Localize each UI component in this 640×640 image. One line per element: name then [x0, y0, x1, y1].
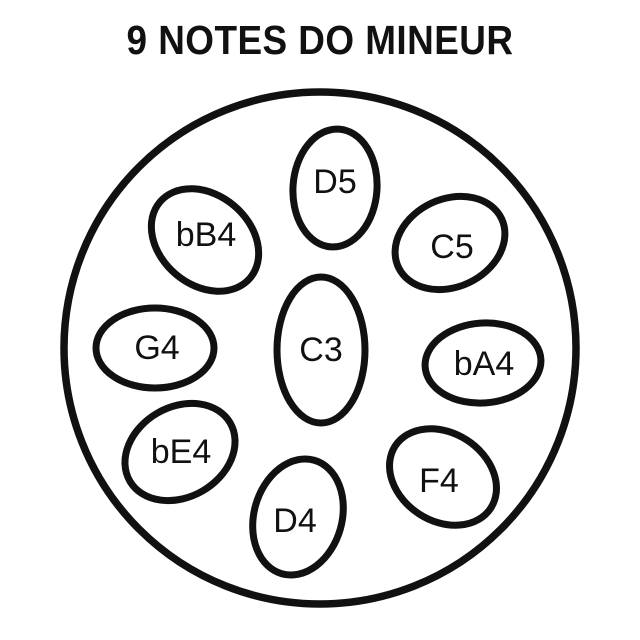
- note-label-bb4: bB4: [176, 216, 237, 254]
- note-ellipse-ba4[interactable]: [421, 319, 545, 407]
- note-d5[interactable]: D5: [289, 125, 381, 251]
- note-ba4[interactable]: bA4: [421, 319, 545, 407]
- note-c3[interactable]: C3: [273, 273, 369, 427]
- note-be4[interactable]: bE4: [107, 384, 252, 520]
- note-bb4[interactable]: bB4: [131, 168, 279, 313]
- note-label-c5: C5: [430, 228, 473, 266]
- note-ellipse-g4[interactable]: [92, 304, 218, 392]
- note-label-c3: C3: [299, 331, 342, 369]
- note-g4[interactable]: G4: [92, 304, 218, 392]
- note-f4[interactable]: F4: [371, 409, 515, 545]
- note-ellipse-d5[interactable]: [289, 125, 381, 251]
- page-title: 9 NOTES DO MINEUR: [126, 17, 514, 63]
- note-label-be4: bE4: [151, 433, 212, 471]
- note-label-d5: D5: [313, 163, 356, 201]
- note-label-d4: D4: [273, 502, 316, 540]
- outer-notes-group: D5 C5 bA4 F4 D4 bE4: [92, 125, 545, 586]
- note-label-g4: G4: [134, 329, 179, 367]
- note-ellipse-c3[interactable]: [273, 273, 369, 427]
- note-label-ba4: bA4: [454, 345, 515, 383]
- note-ellipse-c5[interactable]: [380, 179, 521, 307]
- note-ellipse-d4[interactable]: [239, 448, 356, 586]
- note-c5[interactable]: C5: [380, 179, 521, 307]
- note-ellipse-bb4[interactable]: [131, 168, 279, 313]
- note-ellipse-f4[interactable]: [371, 409, 515, 545]
- note-label-f4: F4: [419, 462, 459, 500]
- note-ellipse-be4[interactable]: [107, 384, 252, 520]
- note-d4[interactable]: D4: [239, 448, 356, 586]
